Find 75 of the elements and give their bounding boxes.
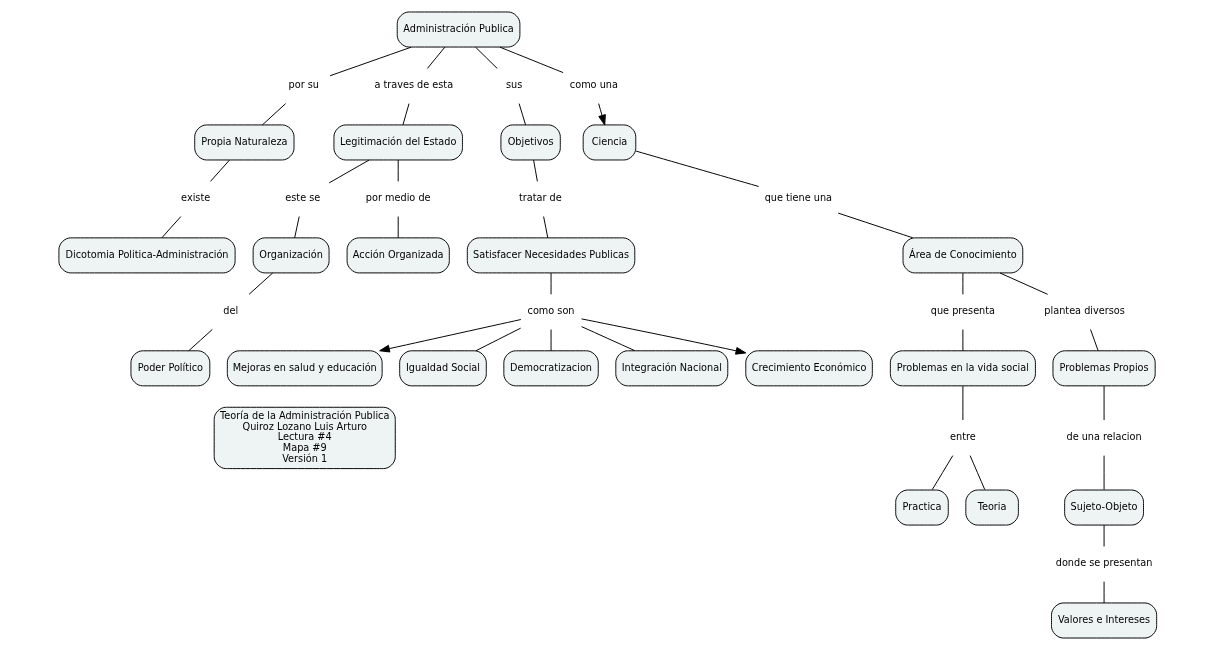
node-box: Legitimación del Estado (333, 124, 463, 161)
connector (962, 272, 964, 295)
arrow (581, 318, 747, 355)
connector (962, 385, 964, 421)
arrow (598, 103, 606, 126)
connector (397, 216, 399, 239)
node-text: del (223, 305, 239, 317)
connector (248, 272, 274, 295)
connector (931, 455, 954, 491)
connector (1103, 385, 1105, 421)
connector (550, 329, 552, 352)
node-box: Problemas en la vida social (889, 350, 1036, 387)
node-box: Satisfacer Necesidades Publicas (466, 237, 636, 274)
node-text: que presenta (930, 305, 996, 317)
node-box: Teoria (965, 489, 1019, 526)
node-box: Acción Organizada (346, 237, 450, 274)
connector (210, 159, 230, 182)
node-text: de una relacion (1066, 431, 1142, 443)
node-text: por su (288, 79, 319, 91)
node-box: Objetivos (500, 124, 561, 161)
node-text: este se (285, 192, 321, 204)
node-box: Poder Político (130, 350, 211, 387)
node-box: Sujeto-Objeto (1064, 489, 1144, 526)
node-box: Ciencia (582, 124, 637, 161)
connector (635, 150, 760, 187)
node-box: Practica (895, 489, 949, 526)
node-text: por medio de (365, 192, 431, 204)
connector (969, 455, 986, 491)
connector (999, 272, 1049, 295)
connector (161, 216, 182, 239)
node-box: Valores e Intereses (1051, 602, 1158, 639)
node-box: Organización (252, 237, 330, 274)
node-text: como una (569, 79, 618, 91)
arrow (379, 319, 522, 353)
node-text: existe (181, 192, 211, 204)
connector (426, 46, 446, 69)
connector (837, 212, 914, 239)
connector (543, 216, 549, 239)
connector (1103, 581, 1105, 604)
node-box: Crecimiento Económico (745, 350, 873, 387)
connector (397, 159, 399, 182)
node-text: que tiene una (764, 192, 833, 204)
connector (475, 327, 522, 352)
connector (581, 326, 636, 352)
node-box: Integración Nacional (615, 350, 729, 387)
node-text: donde se presentan (1055, 557, 1153, 569)
node-box: Área de Conocimiento (902, 237, 1024, 274)
connector (294, 216, 300, 239)
connector (1103, 524, 1105, 547)
node-text: a traves de esta (374, 79, 454, 91)
node-box: Propia Naturaleza (194, 124, 295, 161)
connector (499, 46, 564, 74)
connector (328, 159, 370, 184)
node-box: Administración Publica (396, 11, 521, 48)
connector (533, 159, 538, 182)
node-text: como son (527, 305, 575, 317)
connector (402, 103, 410, 126)
connector (329, 46, 412, 77)
connector (962, 329, 964, 352)
node-text: entre (950, 431, 976, 443)
node-box: Teoría de la Administración Publica Quiroz Lozano Luis Arturo Lectura #4 Mapa #9 Versión 1 (213, 406, 396, 470)
connector (550, 272, 552, 295)
node-box: Dicotomia Politica-Administración (58, 237, 236, 274)
node-box: Igualdad Social (399, 350, 487, 387)
connector (475, 46, 498, 69)
node-text: tratar de (518, 192, 562, 204)
connector (188, 329, 213, 352)
node-text: plantea diversos (1044, 305, 1125, 317)
connector (518, 103, 527, 126)
node-box: Mejoras en salud y educación (226, 350, 383, 387)
node-box: Problemas Propios (1052, 350, 1156, 387)
connector (1090, 329, 1099, 352)
node-text: sus (505, 79, 523, 91)
node-box: Democratizacion (503, 350, 599, 387)
connector (261, 103, 287, 126)
